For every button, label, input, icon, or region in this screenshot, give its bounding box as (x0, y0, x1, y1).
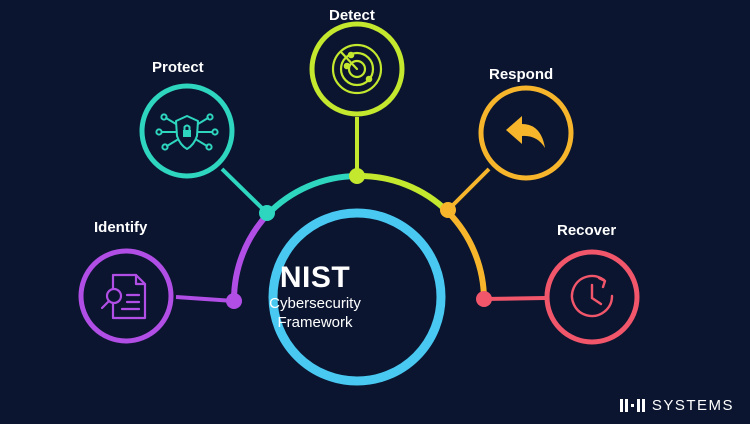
connector-identify (175, 295, 235, 303)
identify-node (78, 248, 174, 344)
arc-segment-identify (231, 212, 270, 303)
arc-segment-detect (354, 172, 451, 215)
radar-icon (331, 43, 383, 95)
shield-lock-circuit-icon (155, 113, 219, 151)
label-protect: Protect (152, 59, 204, 76)
document-magnifier-icon (100, 273, 147, 320)
logo-text: SYSTEMS (651, 397, 734, 414)
arc-segment-respond (445, 209, 487, 303)
center-label: NIST Cybersecurity Framework (240, 262, 390, 332)
clock-restore-icon (570, 274, 614, 318)
label-detect: Detect (329, 7, 375, 24)
center-ring (268, 208, 446, 386)
node-dot-identify (226, 293, 242, 309)
brand-logo: SYSTEMS (619, 397, 734, 414)
connector-protect (220, 167, 269, 215)
recover-node (544, 249, 640, 345)
label-identify: Identify (94, 219, 148, 236)
center-subtitle-line1: Cybersecurity (269, 295, 361, 312)
center-subtitle-line2: Framework (277, 314, 353, 331)
respond-node (478, 85, 574, 181)
outer-arc (231, 172, 487, 303)
arc-segment-protect (264, 173, 360, 218)
undo-arrow-icon (506, 116, 545, 148)
center-title: NIST (279, 261, 351, 294)
node-dot-respond (440, 202, 456, 218)
node-dot-detect (349, 168, 365, 184)
label-respond: Respond (489, 66, 554, 83)
detect-node (309, 21, 405, 117)
node-dot-protect (259, 205, 275, 221)
protect-node (139, 83, 235, 179)
node-dot-recover (476, 291, 492, 307)
connector-respond (446, 167, 491, 212)
logo-mark-icon (619, 399, 645, 412)
connector-recover (483, 296, 546, 301)
label-recover: Recover (557, 222, 617, 239)
